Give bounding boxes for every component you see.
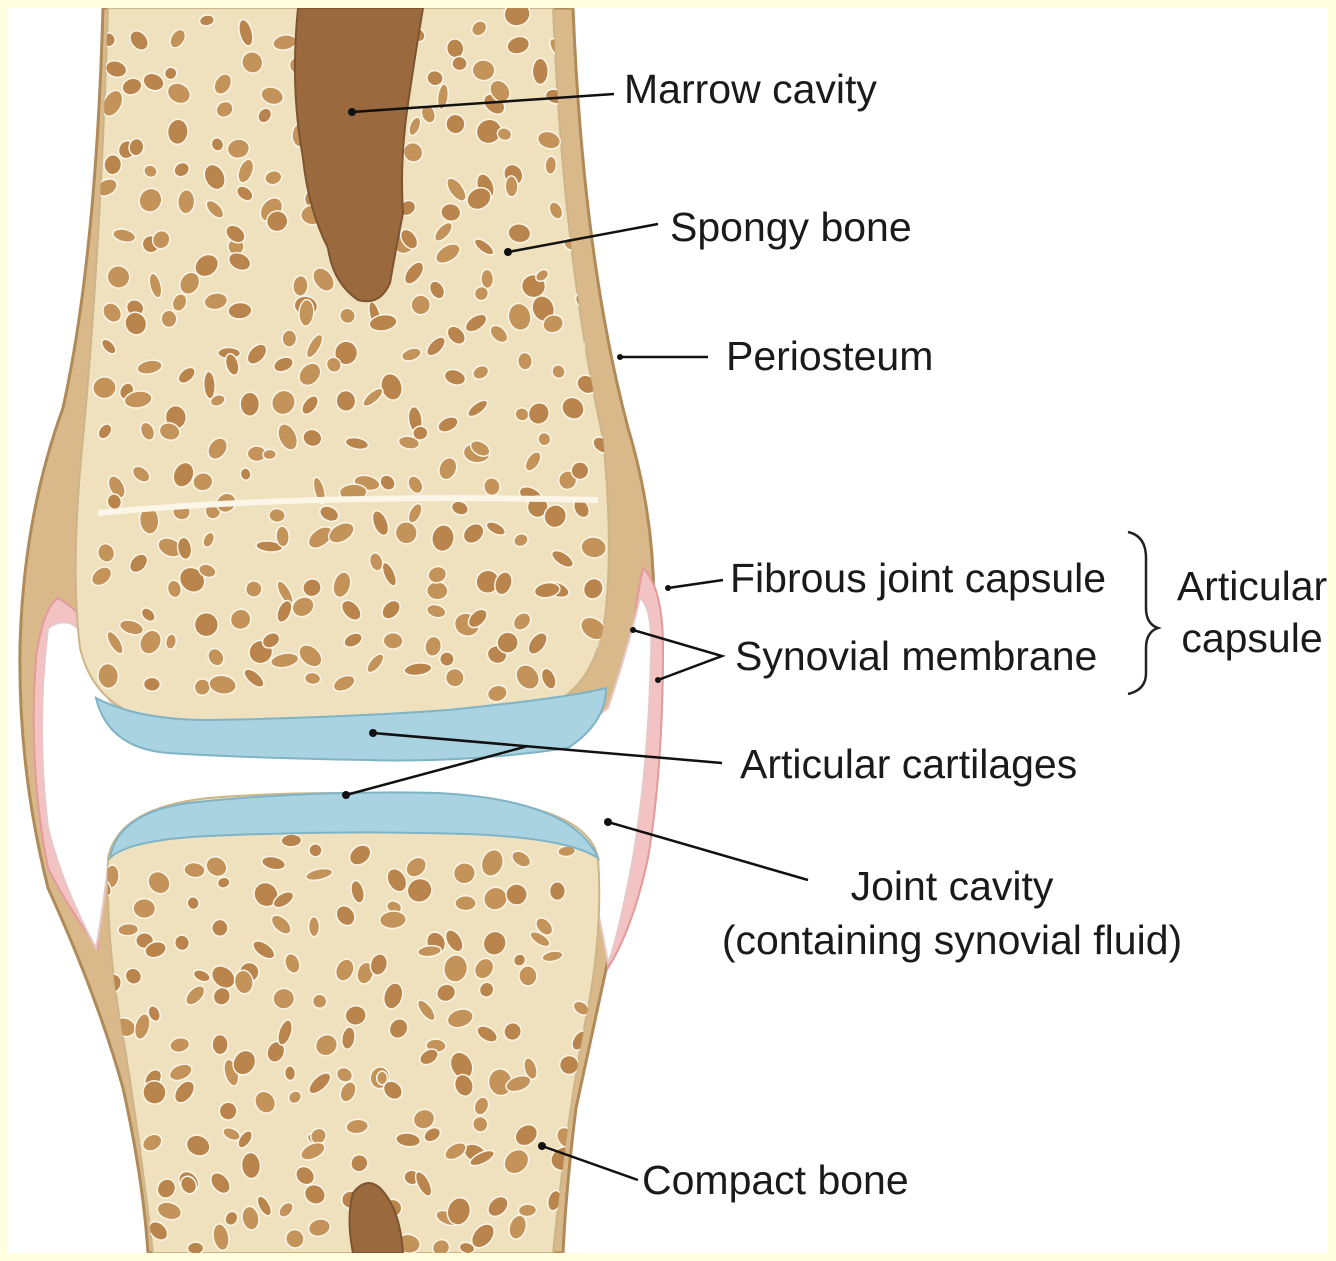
spongy-bone-pore bbox=[240, 392, 259, 416]
spongy-bone-pore bbox=[98, 1198, 121, 1221]
spongy-bone-pore bbox=[517, 352, 533, 371]
spongy-bone-pore bbox=[455, 896, 476, 911]
spongy-bone-pore bbox=[102, 1219, 120, 1236]
label-compact-bone: Compact bone bbox=[642, 1157, 909, 1203]
spongy-bone-pore bbox=[550, 882, 566, 901]
spongy-bone-pore bbox=[481, 269, 494, 289]
label-periosteum: Periosteum bbox=[726, 333, 933, 379]
label-synovial-membrane: Synovial membrane bbox=[735, 633, 1097, 679]
spongy-bone-pore bbox=[161, 310, 177, 328]
spongy-bone-pore bbox=[263, 449, 277, 460]
spongy-bone-pore bbox=[212, 1035, 228, 1055]
spongy-bone-pore bbox=[518, 965, 537, 986]
label-marrow-cavity: Marrow cavity bbox=[624, 66, 877, 112]
label-joint-cavity-line1: Joint cavity bbox=[851, 863, 1054, 909]
spongy-bone-pore bbox=[143, 677, 160, 691]
spongy-bone-pore bbox=[269, 508, 286, 523]
spongy-bone-pore bbox=[576, 21, 607, 52]
spongy-bone-pore bbox=[411, 295, 431, 316]
spongy-bone-pore bbox=[451, 56, 467, 71]
spongy-bone-pore bbox=[133, 898, 156, 919]
spongy-bone-pore bbox=[284, 1066, 296, 1081]
leader-fibrous-capsule bbox=[668, 580, 723, 588]
label-articular-cartilages: Articular cartilages bbox=[740, 741, 1077, 787]
spongy-bone-pore bbox=[187, 1242, 204, 1253]
label-articular-capsule-line2: capsule bbox=[1181, 615, 1322, 661]
spongy-bone-pore bbox=[194, 612, 218, 636]
spongy-bone-pore bbox=[211, 919, 229, 937]
label-fibrous-joint-capsule: Fibrous joint capsule bbox=[730, 555, 1106, 601]
spongy-bone-pore bbox=[505, 176, 518, 197]
label-spongy-bone: Spongy bone bbox=[670, 204, 912, 250]
spongy-bone-pore bbox=[593, 140, 609, 157]
spongy-bone-pore bbox=[379, 910, 406, 929]
articular-capsule-brace bbox=[1128, 532, 1158, 694]
figure-frame: Marrow cavity Spongy bone Periosteum Fib… bbox=[8, 8, 1328, 1253]
spongy-bone-pore bbox=[532, 58, 548, 84]
spongy-bone-pore bbox=[292, 275, 308, 297]
spongy-bone-pore bbox=[282, 330, 297, 348]
spongy-bone-pore bbox=[308, 917, 319, 937]
spongy-bone-pore bbox=[545, 156, 557, 175]
label-articular-capsule-line1: Articular bbox=[1177, 563, 1327, 609]
spongy-bone-pore bbox=[569, 1223, 583, 1247]
synovial-joint-diagram: Marrow cavity Spongy bone Periosteum Fib… bbox=[8, 8, 1328, 1253]
spongy-bone-pore bbox=[312, 994, 327, 1009]
spongy-bone-pore bbox=[383, 632, 403, 649]
label-joint-cavity-line2: (containing synovial fluid) bbox=[722, 917, 1182, 963]
spongy-bone-pore bbox=[426, 581, 448, 600]
spongy-bone-pore bbox=[177, 189, 195, 214]
spongy-bone-pore bbox=[99, 1134, 123, 1157]
spongy-bone-pore bbox=[281, 834, 302, 848]
spongy-bone-pore bbox=[99, 1149, 121, 1173]
